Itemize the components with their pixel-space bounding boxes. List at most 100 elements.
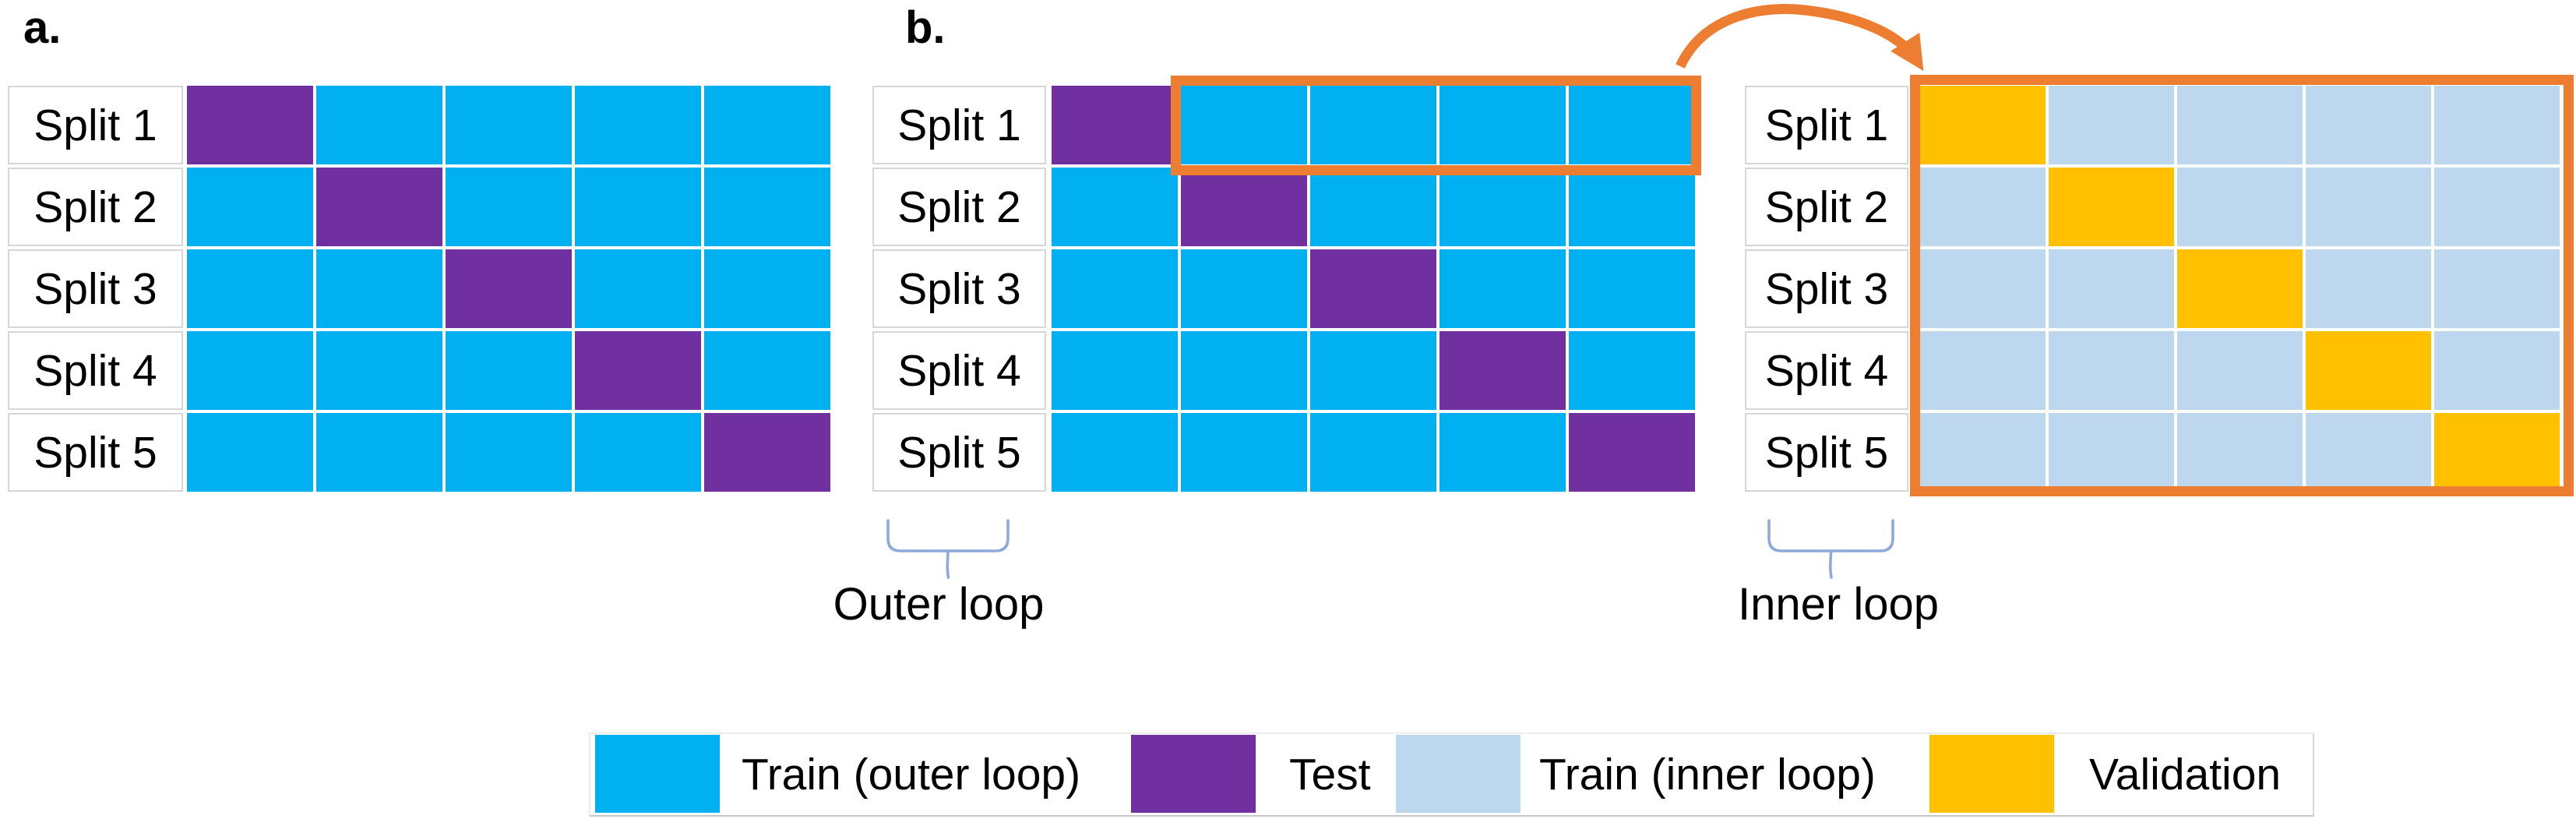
panel_inner-cell-train_inner bbox=[2177, 331, 2303, 410]
outer-loop-label: Outer loop bbox=[833, 579, 1045, 630]
panel_a-cell-test bbox=[187, 86, 313, 164]
panel_inner-cell-train_inner bbox=[1920, 168, 2046, 246]
panel-a-tag: a. bbox=[23, 2, 62, 53]
panel_b-cell-train_outer bbox=[1310, 86, 1436, 164]
panel_a-cell-train_outer bbox=[187, 331, 313, 410]
legend-swatch-train-inner bbox=[1396, 735, 1521, 813]
panel_b-cell-train_outer bbox=[1310, 168, 1436, 246]
inner-loop-brace-icon bbox=[1767, 519, 1894, 579]
panel_inner-cell-train_inner bbox=[2177, 168, 2303, 246]
curved-arrow-icon bbox=[1676, 4, 1924, 72]
panel_inner-split-label: Split 1 bbox=[1745, 86, 1908, 164]
panel_inner-cell-train_inner bbox=[2434, 331, 2560, 410]
panel_a-cell-train_outer bbox=[316, 413, 442, 492]
panel_a-cell-train_outer bbox=[316, 86, 442, 164]
panel_b-split-label: Split 5 bbox=[872, 413, 1046, 492]
panel_b-cell-train_outer bbox=[1181, 331, 1307, 410]
panel_b-cell-train_outer bbox=[1052, 168, 1178, 246]
outer-loop-brace-icon bbox=[886, 519, 1010, 579]
panel_a-cell-train_outer bbox=[575, 413, 701, 492]
panel_inner-cell-validation bbox=[2306, 331, 2431, 410]
panel_a-split-label: Split 5 bbox=[8, 413, 183, 492]
panel_inner-cell-train_inner bbox=[2434, 168, 2560, 246]
panel-b-tag: b. bbox=[905, 2, 946, 53]
panel_b-cell-train_outer bbox=[1181, 413, 1307, 492]
panel_inner-cell-train_inner bbox=[2049, 86, 2174, 164]
panel_inner-cell-train_inner bbox=[2177, 413, 2303, 492]
panel_inner-cell-train_inner bbox=[2049, 413, 2174, 492]
panel_a-cell-train_outer bbox=[187, 413, 313, 492]
panel_b-cell-train_outer bbox=[1052, 331, 1178, 410]
panel_b-cell-train_outer bbox=[1569, 86, 1695, 164]
inner-grid-highlight-border bbox=[1910, 75, 2574, 496]
panel_inner-cell-validation bbox=[2049, 168, 2174, 246]
panel_a-cell-test bbox=[575, 331, 701, 410]
panel_a-cell-train_outer bbox=[575, 168, 701, 246]
highlight-rect-outer-train-row bbox=[1171, 76, 1701, 175]
panel_b-cell-test bbox=[1440, 331, 1566, 410]
panel_a-cell-test bbox=[446, 249, 572, 328]
panel_inner-cell-validation bbox=[1920, 86, 2046, 164]
legend-label-train-outer: Train (outer loop) bbox=[742, 750, 1081, 800]
panel_a-split-label: Split 3 bbox=[8, 249, 183, 328]
panel_inner-cell-train_inner bbox=[2434, 249, 2560, 328]
panel_b-cell-test bbox=[1181, 168, 1307, 246]
legend-swatch-validation bbox=[1929, 735, 2054, 813]
panel_b-cell-train_outer bbox=[1052, 413, 1178, 492]
panel_a-cell-train_outer bbox=[704, 249, 830, 328]
panel_b-cell-train_outer bbox=[1052, 249, 1178, 328]
legend-label-train-inner: Train (inner loop) bbox=[1539, 750, 1876, 800]
panel_b-cell-train_outer bbox=[1440, 168, 1566, 246]
panel_a-cell-test bbox=[316, 168, 442, 246]
panel_inner-split-label: Split 5 bbox=[1745, 413, 1908, 492]
panel_b-cell-train_outer bbox=[1310, 331, 1436, 410]
panel_inner-cell-train_inner bbox=[2306, 249, 2431, 328]
panel_inner-cell-train_inner bbox=[1920, 249, 2046, 328]
curved-arrow-path bbox=[1676, 4, 1924, 72]
panel_a-cell-train_outer bbox=[187, 168, 313, 246]
panel_a-split-label: Split 2 bbox=[8, 168, 183, 246]
panel_a-cell-train_outer bbox=[704, 331, 830, 410]
legend-swatch-test bbox=[1131, 735, 1256, 813]
panel_a-cell-train_outer bbox=[187, 249, 313, 328]
panel_a-cell-train_outer bbox=[575, 86, 701, 164]
panel_inner-cell-train_inner bbox=[2049, 331, 2174, 410]
panel_b-cell-train_outer bbox=[1310, 413, 1436, 492]
panel_a-cell-train_outer bbox=[446, 168, 572, 246]
panel_b-split-label: Split 3 bbox=[872, 249, 1046, 328]
panel_inner-cell-train_inner bbox=[2049, 249, 2174, 328]
panel_b-cell-train_outer bbox=[1569, 249, 1695, 328]
panel_inner-cell-train_inner bbox=[2177, 86, 2303, 164]
panel_b-cell-test bbox=[1569, 413, 1695, 492]
panel_b-cell-train_outer bbox=[1569, 331, 1695, 410]
legend-label-test: Test bbox=[1289, 750, 1371, 800]
panel_inner-cell-train_inner bbox=[2434, 86, 2560, 164]
panel_a-cell-train_outer bbox=[446, 413, 572, 492]
panel_b-split-label: Split 4 bbox=[872, 331, 1046, 410]
panel_inner-cell-validation bbox=[2177, 249, 2303, 328]
panel_a-cell-train_outer bbox=[316, 331, 442, 410]
panel_b-split-label: Split 2 bbox=[872, 168, 1046, 246]
legend-swatch-train-outer bbox=[595, 735, 720, 813]
panel_inner-cell-validation bbox=[2434, 413, 2560, 492]
panel_b-cell-train_outer bbox=[1440, 413, 1566, 492]
panel_b-cell-train_outer bbox=[1181, 86, 1307, 164]
panel_b-split-label: Split 1 bbox=[872, 86, 1046, 164]
panel_b-cell-train_outer bbox=[1440, 249, 1566, 328]
panel_inner-cell-train_inner bbox=[2306, 413, 2431, 492]
panel_a-cell-train_outer bbox=[446, 86, 572, 164]
panel_a-cell-train_outer bbox=[704, 86, 830, 164]
panel_a-split-label: Split 1 bbox=[8, 86, 183, 164]
inner-loop-label: Inner loop bbox=[1738, 579, 1939, 630]
panel_inner-cell-train_inner bbox=[2306, 168, 2431, 246]
panel_inner-cell-train_inner bbox=[1920, 331, 2046, 410]
panel_inner-split-label: Split 3 bbox=[1745, 249, 1908, 328]
panel_b-cell-test bbox=[1052, 86, 1178, 164]
legend-label-validation: Validation bbox=[2089, 750, 2282, 800]
panel_inner-split-label: Split 2 bbox=[1745, 168, 1908, 246]
panel_b-cell-train_outer bbox=[1181, 249, 1307, 328]
panel_a-cell-train_outer bbox=[704, 168, 830, 246]
panel_a-cell-train_outer bbox=[446, 331, 572, 410]
panel_inner-split-label: Split 4 bbox=[1745, 331, 1908, 410]
